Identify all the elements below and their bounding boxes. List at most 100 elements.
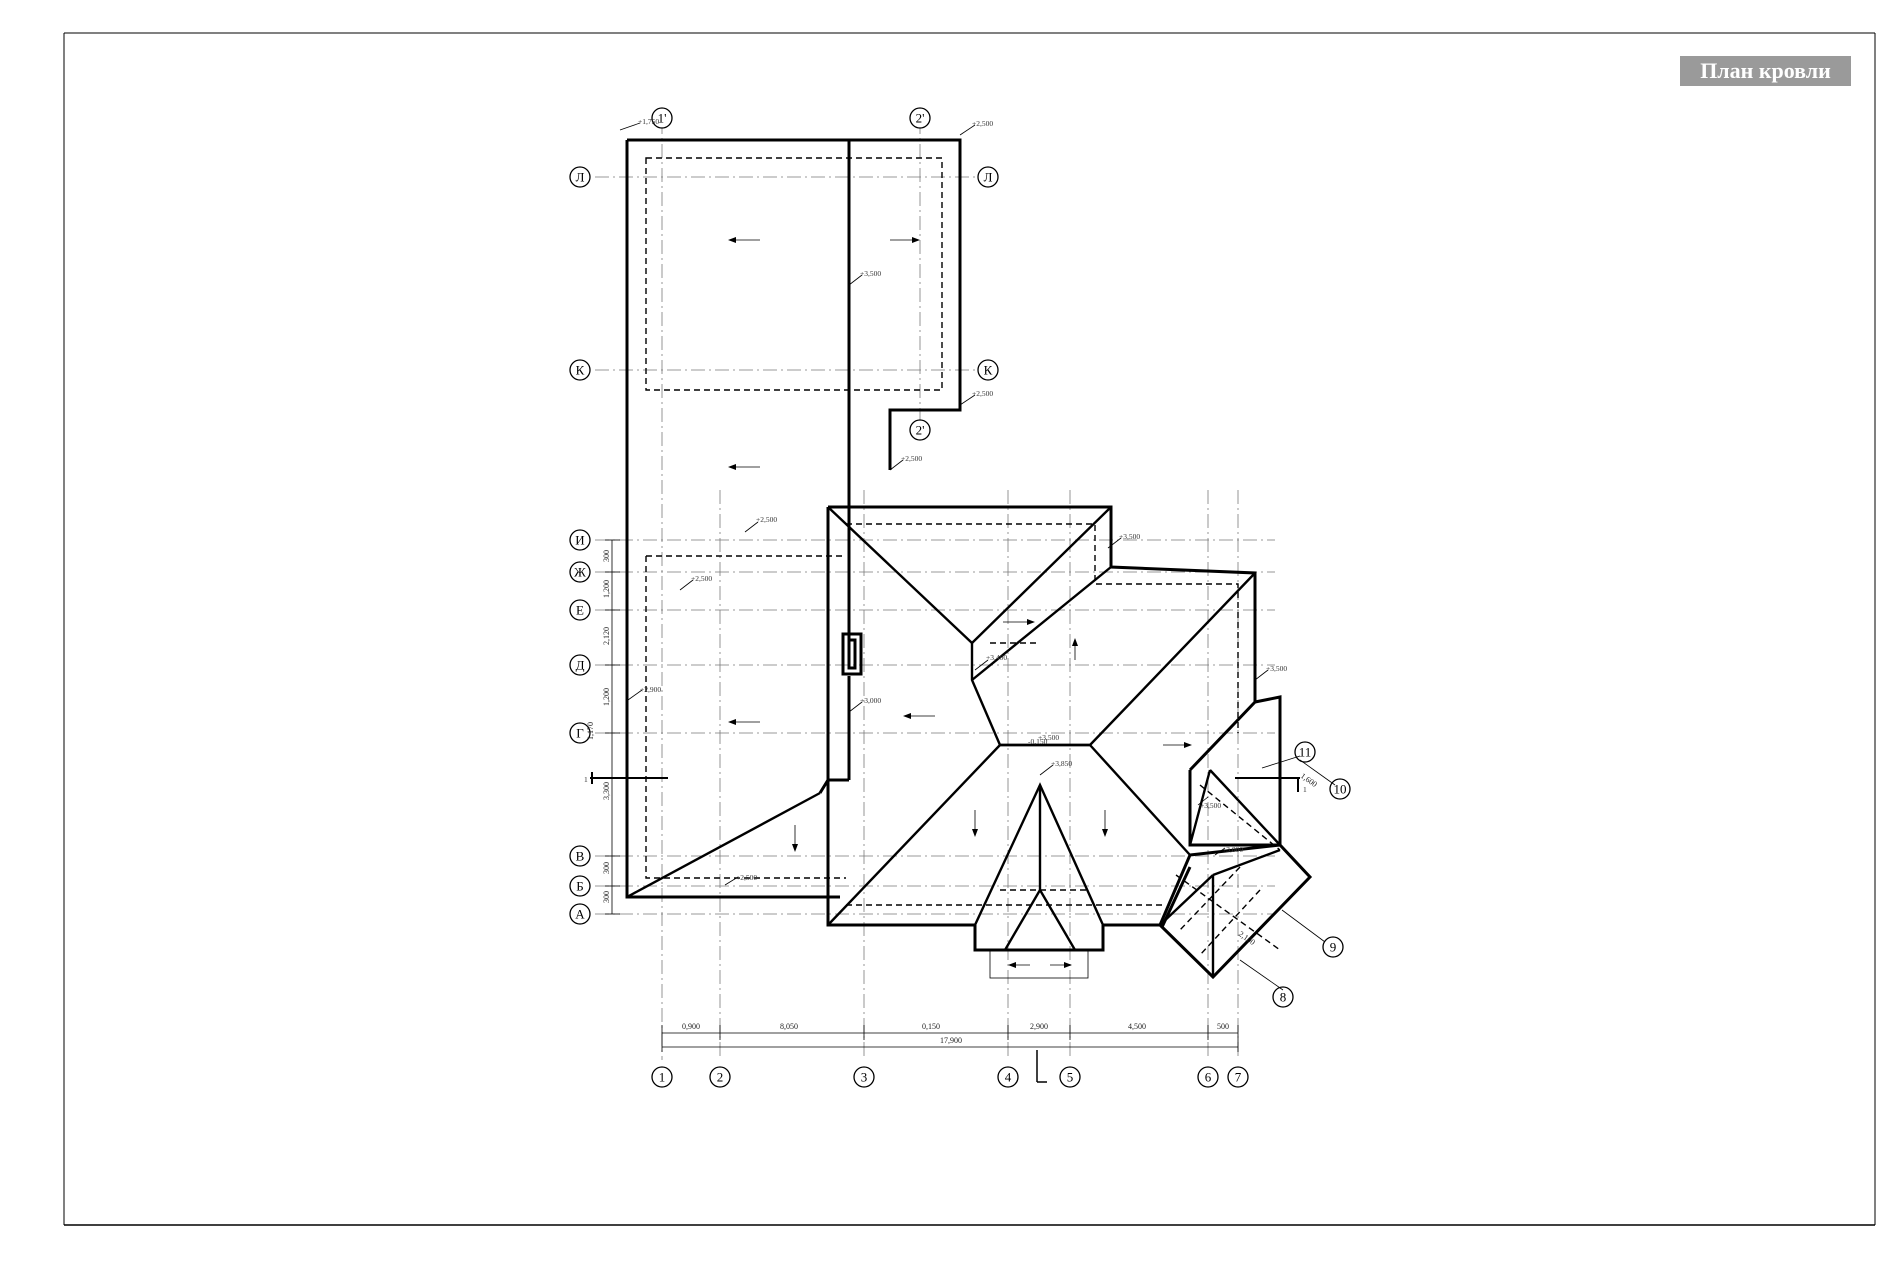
axis-marker-1prime: 1' [651, 107, 673, 129]
svg-text:17,900: 17,900 [940, 1036, 962, 1045]
axis-marker-A: А [569, 903, 591, 925]
svg-text:+3,000: +3,000 [1222, 845, 1243, 854]
axis-marker-G: Г [569, 722, 591, 744]
svg-text:К: К [576, 363, 585, 378]
svg-text:-0,150: -0,150 [1028, 737, 1048, 746]
svg-text:+2,500: +2,500 [756, 515, 777, 524]
axis-marker-K-left: К [569, 359, 591, 381]
bay-dimensions: 1,600 2,100 [1237, 755, 1336, 991]
svg-text:4: 4 [1005, 1070, 1012, 1085]
svg-text:2': 2' [916, 111, 925, 126]
axis-marker-2prime-top: 2' [909, 107, 931, 129]
svg-text:+2,500: +2,500 [736, 873, 757, 882]
svg-text:+3,500: +3,500 [1038, 733, 1059, 742]
svg-text:4,500: 4,500 [1128, 1022, 1146, 1031]
row-axis-markers: А Б В Г Д Е Ж И К Л К Л [569, 166, 999, 925]
extra-axis-markers: 1' 2' 2' 8 9 10 11 [651, 107, 1351, 1008]
svg-text:0,900: 0,900 [682, 1022, 700, 1031]
svg-text:+3,500: +3,500 [1119, 532, 1140, 541]
svg-text:1: 1 [659, 1070, 666, 1085]
svg-text:Е: Е [576, 603, 584, 618]
axis-marker-L-left: Л [569, 166, 591, 188]
slope-arrows [728, 237, 1192, 968]
axis-marker-2: 2 [709, 1066, 731, 1088]
svg-text:+3,400: +3,400 [986, 653, 1007, 662]
axis-marker-I: И [569, 529, 591, 551]
left-dimensions: 300 300 3,300 1,170 1,200 2,120 1,200 30… [586, 539, 620, 915]
svg-text:2': 2' [916, 423, 925, 438]
svg-text:1: 1 [584, 775, 588, 784]
bottom-dimensions: 0,900 8,050 0,150 2,900 4,500 500 17,900 [661, 1022, 1239, 1052]
svg-text:300: 300 [602, 891, 611, 903]
svg-text:3: 3 [861, 1070, 868, 1085]
axis-marker-6: 6 [1197, 1066, 1219, 1088]
svg-text:+2,500: +2,500 [972, 119, 993, 128]
svg-text:8: 8 [1280, 990, 1287, 1005]
svg-text:И: И [575, 533, 584, 548]
svg-text:500: 500 [1217, 1022, 1229, 1031]
svg-text:3,300: 3,300 [602, 782, 611, 800]
axis-marker-B6: Б [569, 875, 591, 897]
section-marks: 1 1 [584, 772, 1307, 1083]
axis-marker-3: 3 [853, 1066, 875, 1088]
svg-text:8,050: 8,050 [780, 1022, 798, 1031]
axis-marker-5: 5 [1059, 1066, 1081, 1088]
svg-text:+3,850: +3,850 [1051, 759, 1072, 768]
svg-text:Ж: Ж [574, 565, 586, 580]
svg-text:300: 300 [602, 550, 611, 562]
axis-marker-E: Е [569, 599, 591, 621]
roof-outline [625, 138, 1313, 980]
svg-text:В: В [576, 849, 585, 864]
svg-text:2,900: 2,900 [1030, 1022, 1048, 1031]
column-axis-markers: 1 2 3 4 5 6 7 [651, 1066, 1249, 1088]
drawing-title: План кровли [1680, 56, 1851, 86]
svg-text:+3,000: +3,000 [860, 696, 881, 705]
axis-marker-10: 10 [1329, 778, 1351, 800]
svg-text:1,200: 1,200 [602, 580, 611, 598]
axis-marker-Zh: Ж [569, 561, 591, 583]
svg-text:1,200: 1,200 [602, 688, 611, 706]
axis-marker-K-right: К [977, 359, 999, 381]
axis-marker-9: 9 [1322, 936, 1344, 958]
svg-text:1: 1 [1303, 785, 1307, 794]
svg-text:+3,500: +3,500 [1200, 801, 1221, 810]
svg-text:+2,500: +2,500 [972, 389, 993, 398]
axis-marker-2prime-mid: 2' [909, 419, 931, 441]
svg-text:300: 300 [602, 862, 611, 874]
axis-marker-L-right: Л [977, 166, 999, 188]
svg-text:Л: Л [576, 170, 585, 185]
svg-text:11: 11 [1299, 745, 1312, 760]
grid-lines [595, 120, 1275, 1060]
svg-text:2: 2 [717, 1070, 724, 1085]
sheet-frame [63, 32, 1876, 1226]
svg-text:2,100: 2,100 [1237, 929, 1257, 947]
svg-text:10: 10 [1334, 782, 1347, 797]
svg-text:+2,900: +2,900 [640, 685, 661, 694]
svg-text:+3,500: +3,500 [1266, 664, 1287, 673]
svg-text:+2,500: +2,500 [901, 454, 922, 463]
wall-outlines-hidden [645, 157, 1281, 956]
axis-marker-8: 8 [1272, 986, 1294, 1008]
axis-marker-4: 4 [997, 1066, 1019, 1088]
svg-text:+2,500: +2,500 [691, 574, 712, 583]
axis-marker-1: 1 [651, 1066, 673, 1088]
svg-text:1,600: 1,600 [1299, 771, 1319, 789]
svg-text:1,170: 1,170 [586, 722, 595, 740]
svg-text:1': 1' [658, 111, 667, 126]
svg-text:9: 9 [1330, 940, 1337, 955]
svg-text:7: 7 [1235, 1070, 1242, 1085]
elevation-marks: +1,750 +2,500 +2,500 +3,500 +2,500 +2,50… [619, 117, 1287, 886]
svg-text:Г: Г [576, 726, 584, 741]
axis-marker-D: Д [569, 654, 591, 676]
svg-text:Д: Д [576, 658, 585, 673]
svg-text:К: К [984, 363, 993, 378]
svg-text:2,120: 2,120 [602, 627, 611, 645]
svg-text:Л: Л [984, 170, 993, 185]
svg-text:6: 6 [1205, 1070, 1212, 1085]
axis-marker-11: 11 [1294, 741, 1316, 763]
svg-text:Б: Б [576, 879, 583, 894]
svg-text:0,150: 0,150 [922, 1022, 940, 1031]
axis-marker-7: 7 [1227, 1066, 1249, 1088]
axis-marker-V: В [569, 845, 591, 867]
